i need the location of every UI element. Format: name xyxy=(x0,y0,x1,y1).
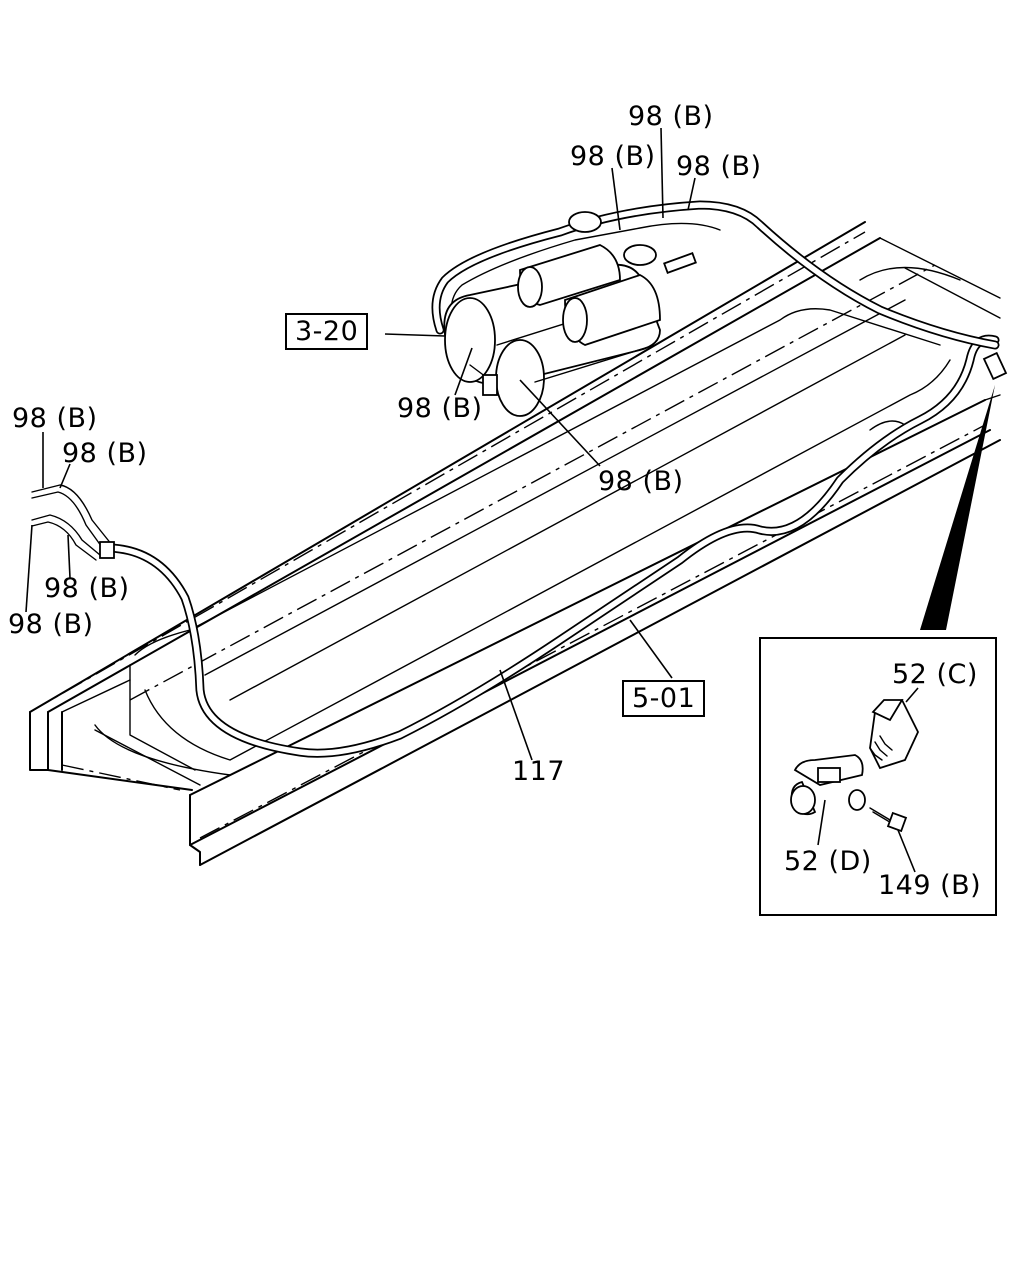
tank-body xyxy=(94,266,961,776)
connector-52c xyxy=(869,698,919,770)
leader-lines xyxy=(25,127,919,873)
callout-98b-left-4: 98 (B) xyxy=(8,609,94,640)
filter-heads xyxy=(469,211,697,396)
callout-52c: 52 (C) xyxy=(892,659,978,690)
filter-cartridge-2 xyxy=(562,274,661,346)
callout-98b-left-3: 98 (B) xyxy=(44,573,130,604)
pipe-117 xyxy=(105,334,1000,758)
detail-pointer xyxy=(920,385,995,630)
bolt-149b xyxy=(869,807,908,833)
callout-98b-top-left: 98 (B) xyxy=(570,141,656,172)
callout-98b-filter: 98 (B) xyxy=(397,393,483,424)
detail-box xyxy=(759,637,997,916)
ref-box-5-01: 5-01 xyxy=(622,680,706,717)
filter-cartridge-1 xyxy=(517,244,621,308)
callout-98b-top-right: 98 (B) xyxy=(676,151,762,182)
callout-52d: 52 (D) xyxy=(784,846,872,877)
left-pipe-ends xyxy=(31,484,115,561)
callout-117: 117 xyxy=(512,756,566,787)
tee-52d xyxy=(790,754,866,816)
right-pipe-end xyxy=(982,351,1008,381)
ref-box-3-20: 3-20 xyxy=(285,313,369,350)
callout-98b-left-1: 98 (B) xyxy=(12,403,98,434)
upper-pipe xyxy=(431,200,1000,350)
callout-98b-middle: 98 (B) xyxy=(598,466,684,497)
callout-98b-left-2: 98 (B) xyxy=(62,438,148,469)
callout-98b-top: 98 (B) xyxy=(628,101,714,132)
callout-149b: 149 (B) xyxy=(878,870,982,901)
